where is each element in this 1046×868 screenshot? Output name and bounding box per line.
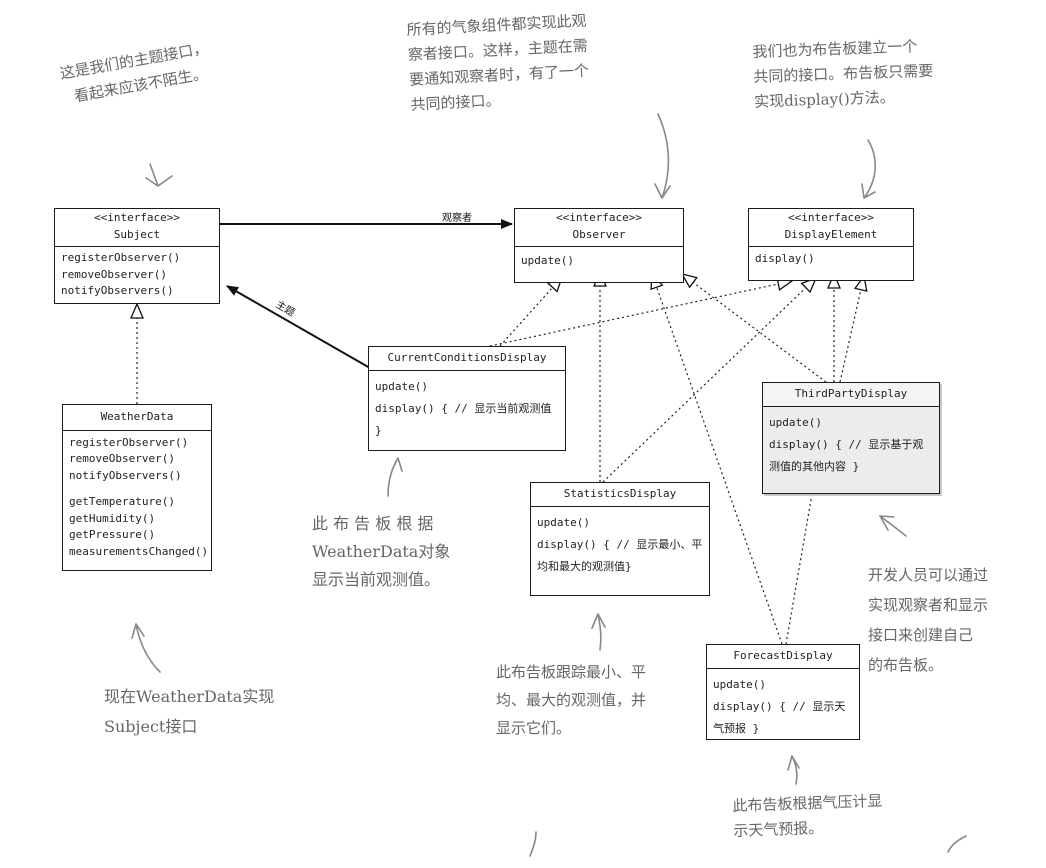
weather-data-class-box: WeatherData registerObserver() removeObs…	[62, 404, 212, 571]
method: update()	[713, 677, 766, 691]
note-line: 实现观察者和显示	[868, 596, 989, 614]
note-line: WeatherData对象	[312, 542, 451, 561]
subject-name: Subject	[113, 227, 161, 241]
note-line: 显示当前观测值。	[312, 570, 441, 589]
note-line: Subject接口	[104, 717, 198, 736]
note-line: 均、最大的观测值，并	[496, 691, 647, 709]
statistics-display-methods: update() display() { // 显示最小、平均和最大的观测值}	[531, 507, 709, 583]
statistics-annotation: 此布告板跟踪最小、平 均、最大的观测值，并 显示它们。	[496, 658, 646, 742]
method: registerObserver()	[61, 251, 181, 264]
display-element-stereotype: <<interface>>	[787, 211, 875, 224]
third-party-display-name: ThirdPartyDisplay	[794, 387, 908, 400]
statistics-display-header: StatisticsDisplay	[531, 483, 709, 507]
method: display() { // 显示天气预报 }	[713, 699, 846, 735]
current-conditions-annotation: 此 布 告 板 根 据 WeatherData对象 显示当前观测值。	[312, 510, 450, 594]
method: getPressure()	[69, 528, 156, 541]
subject-header: <<interface>> Subject	[55, 209, 219, 247]
note-line: 的布告板。	[868, 656, 944, 674]
third-party-display-methods: update() display() { // 显示基于观测值的其他内容 }	[763, 407, 939, 483]
current-conditions-class-box: CurrentConditionsDisplay update() displa…	[368, 346, 566, 451]
observer-interface-box: <<interface>> Observer update()	[514, 208, 684, 283]
display-element-interface-box: <<interface>> DisplayElement display()	[748, 208, 914, 281]
method: notifyObservers()	[69, 468, 182, 482]
current-realizes-observer	[499, 277, 562, 347]
method: display()	[755, 252, 815, 265]
display-element-header: <<interface>> DisplayElement	[749, 209, 913, 247]
method: getHumidity()	[69, 511, 156, 525]
subject-interface-box: <<interface>> Subject registerObserver()…	[54, 208, 220, 304]
thirdparty-realizes-display-2	[839, 276, 864, 383]
spacer	[69, 484, 205, 494]
note-line: 此布告板跟踪最小、平	[496, 663, 647, 681]
method: update()	[521, 254, 574, 267]
subject-stereotype: <<interface>>	[93, 211, 181, 224]
weather-data-name: WeatherData	[100, 410, 174, 423]
subject-note-pointer	[145, 163, 173, 187]
display-element-name: DisplayElement	[784, 227, 878, 241]
method: update()	[375, 379, 428, 393]
note-line: 显示它们。	[496, 719, 572, 737]
statistics-note-pointer	[591, 613, 606, 651]
display-element-annotation: 我们也为布告板建立一个 共同的接口。布告板只需要 实现display()方法。	[752, 34, 935, 115]
method: display() { // 显示基于观测值的其他内容 }	[769, 437, 924, 473]
method: update()	[537, 515, 590, 529]
display-note-pointer	[861, 139, 877, 199]
bottom-pointer-right	[947, 835, 967, 853]
method: notifyObservers()	[61, 284, 174, 297]
weatherdata-note-pointer	[131, 623, 161, 673]
observer-methods: update()	[515, 247, 683, 282]
observer-annotation: 所有的气象组件都实现此观 察者接口。这样，主题在需 要通知观察者时，有了一个 共…	[406, 9, 591, 118]
method: removeObserver()	[69, 452, 175, 465]
note-line: 此布告板根据气压计显	[732, 791, 883, 815]
forecast-annotation: 此布告板根据气压计显 示天气预报。	[732, 789, 884, 844]
third-party-display-header: ThirdPartyDisplay	[763, 383, 939, 407]
third-party-annotation: 开发人员可以通过 实现观察者和显示 接口来创建自己 的布告板。	[868, 560, 988, 680]
note-line: 接口来创建自己	[868, 626, 974, 644]
note-line: 开发人员可以通过	[868, 566, 989, 584]
current-conditions-methods: update() display() { // 显示当前观测值 }	[369, 371, 565, 450]
bottom-pointer-left	[529, 831, 537, 857]
current-note-pointer	[387, 457, 403, 497]
method: update()	[769, 415, 822, 429]
method: getTemperature()	[69, 495, 175, 508]
note-line: 现在WeatherData实现	[104, 687, 275, 706]
note-line: 此 布 告 板 根 据	[312, 514, 434, 533]
observer-name: Observer	[572, 227, 626, 241]
forecast-display-name: ForecastDisplay	[733, 649, 833, 662]
observer-header: <<interface>> Observer	[515, 209, 683, 247]
forecast-display-header: ForecastDisplay	[707, 645, 859, 669]
current-realizes-display	[489, 281, 792, 347]
display-element-methods: display()	[749, 247, 913, 280]
forecast-realizes-observer	[652, 274, 783, 645]
observer-stereotype: <<interface>>	[555, 211, 643, 224]
statistics-display-class-box: StatisticsDisplay update() display() { /…	[530, 482, 710, 596]
subject-methods: registerObserver() removeObserver() noti…	[55, 247, 219, 303]
weather-data-header: WeatherData	[63, 405, 211, 431]
method: registerObserver()	[69, 435, 189, 449]
statistics-display-name: StatisticsDisplay	[563, 487, 677, 500]
method: display() { // 显示最小、平均和最大的观测值}	[537, 537, 703, 573]
subject-association	[226, 285, 371, 369]
method: display() { // 显示当前观测值 }	[375, 401, 552, 437]
forecast-display-class-box: ForecastDisplay update() display() { // …	[706, 644, 860, 740]
method: measurementsChanged()	[69, 544, 209, 558]
weather-data-annotation: 现在WeatherData实现 Subject接口	[104, 682, 274, 742]
statistics-realizes-display	[602, 278, 816, 483]
forecast-realizes-display	[785, 493, 813, 645]
weather-data-methods: registerObserver() removeObserver() noti…	[63, 431, 211, 571]
method: removeObserver()	[61, 267, 167, 281]
note-line: 示天气预报。	[732, 818, 824, 840]
forecast-note-pointer	[787, 755, 800, 785]
forecast-display-methods: update() display() { // 显示天气预报 }	[707, 669, 859, 745]
current-conditions-name: CurrentConditionsDisplay	[387, 351, 547, 364]
observers-edge-label: 观察者	[442, 213, 472, 224]
thirdparty-realizes-observer	[682, 274, 827, 383]
third-party-display-class-box: ThirdPartyDisplay update() display() { /…	[762, 382, 940, 494]
thirdparty-note-pointer	[879, 515, 907, 537]
current-conditions-header: CurrentConditionsDisplay	[369, 347, 565, 371]
observer-note-pointer	[654, 113, 671, 199]
